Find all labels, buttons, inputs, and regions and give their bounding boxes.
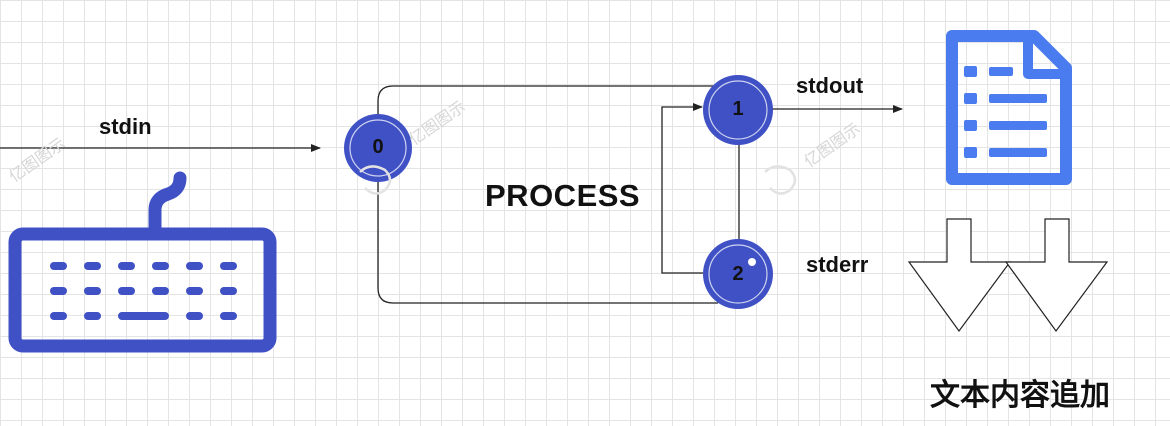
port-1-number: 1	[732, 98, 744, 120]
stderr-redirect-arrow	[661, 103, 703, 274]
port-2-number: 2	[732, 263, 744, 285]
watermark-logo-icon	[359, 165, 797, 195]
append-caption: 文本内容追加	[930, 378, 1110, 413]
stdout-label: stdout	[796, 73, 864, 98]
keyboard-icon	[8, 171, 277, 353]
port-2	[703, 239, 773, 309]
port-1	[703, 75, 773, 145]
document-icon	[946, 30, 1072, 185]
process-label: PROCESS	[485, 178, 641, 213]
stdin-label: stdin	[99, 114, 152, 139]
stderr-label: stderr	[806, 252, 869, 277]
double-down-arrow-icon	[907, 218, 1109, 333]
port-0-number: 0	[372, 136, 384, 158]
port-0	[344, 114, 412, 182]
